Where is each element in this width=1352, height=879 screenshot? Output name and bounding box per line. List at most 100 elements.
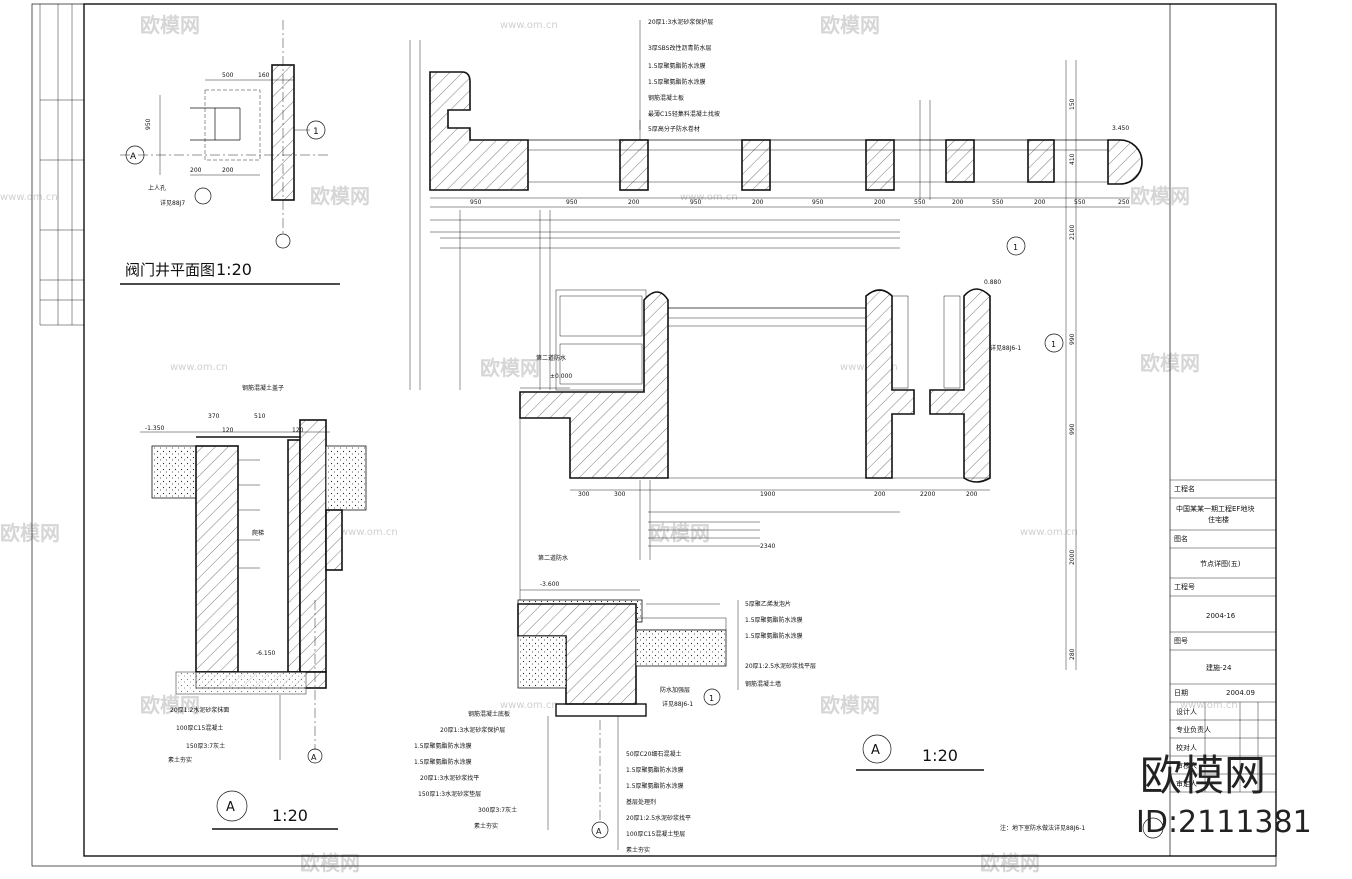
axis-label: 1	[1013, 243, 1018, 252]
dim-text: 200	[874, 491, 886, 498]
layer-bottom-right: 基层处理剂	[626, 798, 656, 806]
layer-mid-right: 1.5厚聚氨酯防水涂膜	[745, 616, 803, 624]
dim-text: 510	[254, 413, 266, 420]
watermark-brand: 欧模网	[140, 693, 200, 717]
dim-text: 950	[690, 199, 702, 206]
layer-bottom-center: 1.5厚聚氨酯防水涂膜	[414, 758, 472, 766]
layer-top: 3厚SBS改性沥青防水层	[648, 44, 711, 52]
layer-top: 20厚1:3水泥砂浆保护层	[648, 18, 713, 26]
axis-label: 1	[1051, 340, 1056, 349]
watermark-url: www.om.cn	[0, 192, 58, 203]
layer-bottom-center: 300厚3:7灰土	[478, 806, 517, 814]
layer-top: 5厚高分子防水卷材	[648, 125, 700, 133]
dim-text: 200	[966, 491, 978, 498]
detail-bubble	[703, 688, 721, 706]
brand-logo-text: 欧模网	[1140, 751, 1266, 800]
dim-text: 300	[614, 491, 626, 498]
title-block: 工程名 中国某某一期工程EF地块 住宅楼 图名 节点详图(五) 工程号 2004…	[1169, 3, 1277, 857]
dim-text: 950	[470, 199, 482, 206]
layer-top: 最薄C15轻集料混凝土找坡	[648, 110, 720, 118]
watermark-brand: 欧模网	[820, 693, 880, 717]
layer-bottom-right: 素土夯实	[626, 846, 650, 854]
detail-ref: 详见88J6-1	[990, 344, 1021, 352]
dim-text: 200	[190, 167, 202, 174]
middle-plan: ±0.000 第二道防水 0.880 300 300 1900 200 2200…	[519, 236, 1064, 600]
tb-sheet-no: 建施-24	[1206, 663, 1232, 672]
dim-text: 250	[1118, 199, 1130, 206]
brand-id: ID:2111381	[1136, 805, 1312, 840]
watermark-url: www.om.cn	[680, 192, 738, 203]
valve-well-section: -1.350 -6.150 370 120 510 120 钢筋混凝土盖子 爬梯…	[140, 384, 367, 830]
label-second-waterproof: 第二道防水	[538, 554, 568, 562]
tb-project-label: 工程名	[1174, 484, 1195, 493]
label-reinforce: 防水加强层	[660, 686, 690, 694]
layer-top: 1.5厚聚氨酯防水涂膜	[648, 62, 706, 70]
label-cover: 钢筋混凝土盖子	[242, 384, 284, 392]
label-manhole: 上人孔	[148, 184, 166, 192]
watermark-url: www.om.cn	[500, 20, 558, 31]
detail-bubble	[1044, 333, 1064, 353]
layer-left: 100厚C15混凝土	[176, 724, 223, 732]
dim-text: 500	[222, 72, 234, 79]
elevation-label: 0.880	[984, 279, 1001, 286]
watermark-url: www.om.cn	[1020, 527, 1078, 538]
dim-text: 200	[952, 199, 964, 206]
layer-bottom-right: 1.5厚聚氨酯防水涂膜	[626, 782, 684, 790]
dim-text: 2100	[1069, 225, 1076, 240]
layer-mid-right: 1.5厚聚氨酯防水涂膜	[745, 632, 803, 640]
watermark-url: www.om.cn	[340, 527, 398, 538]
tb-role: 专业负责人	[1176, 725, 1211, 734]
layer-bottom-center: 1.5厚聚氨酯防水涂膜	[414, 742, 472, 750]
watermark-brand: 欧模网	[300, 851, 360, 875]
elevation-label: -6.150	[256, 650, 276, 657]
tb-project-name: 中国某某一期工程EF地块	[1176, 504, 1254, 513]
watermark-brand: 欧模网	[0, 521, 60, 545]
layer-bottom-center: 20厚1:3水泥砂浆找平	[420, 774, 479, 782]
axis-label: A	[130, 152, 137, 162]
tb-role: 设计人	[1176, 707, 1197, 716]
valve-well-plan: A 1 500 160 950 200 200 上人孔 详见88J7 阀门井平面…	[120, 20, 340, 285]
watermark-brand: 欧模网	[650, 521, 710, 545]
dim-text: 200	[628, 199, 640, 206]
watermark-brand: 欧模网	[310, 184, 370, 208]
binding-strip	[39, 4, 84, 326]
dim-text: 950	[566, 199, 578, 206]
layer-top: 钢筋混凝土板	[648, 94, 684, 102]
dim-text: 990	[1069, 423, 1076, 435]
detail-ref: 详见88J7	[160, 199, 185, 207]
tb-role: 校对人	[1176, 743, 1197, 752]
valve-plan-title: 阀门井平面图	[125, 261, 215, 279]
elevation-label: -3.600	[540, 581, 560, 588]
axis-label: 1	[709, 694, 714, 703]
detail-bubble	[1006, 236, 1026, 256]
layer-bottom-center: 钢筋混凝土底板	[468, 710, 510, 718]
section-scale: 1:20	[922, 746, 958, 765]
dim-text: 2340	[760, 543, 775, 550]
waterproof-note: 注：地下室防水做法详见88J6-1	[1000, 824, 1085, 832]
section-marker-label: A	[871, 743, 880, 758]
tb-project-sub: 住宅楼	[1208, 515, 1229, 524]
layer-bottom-center: 素土夯实	[474, 822, 498, 830]
tb-drawing-name: 节点详图(五)	[1200, 559, 1241, 568]
dim-text: 280	[1069, 648, 1076, 660]
dim-text: 120	[222, 427, 234, 434]
tb-role: 审核人	[1176, 761, 1197, 770]
dim-text: 160	[258, 72, 270, 79]
dim-text: 950	[145, 118, 152, 130]
axis-label: A	[311, 753, 317, 762]
elevation-label: 3.450	[1112, 125, 1129, 132]
tb-drawing-label: 图名	[1174, 534, 1188, 543]
dim-text: 2200	[920, 491, 935, 498]
layer-left: 20厚1:2水泥砂浆抹面	[170, 706, 229, 714]
elevation-label: ±0.000	[550, 373, 572, 380]
tb-date: 2004.09	[1226, 689, 1255, 697]
dim-text: 120	[292, 427, 304, 434]
brand-watermark: 欧模网 ID:2111381	[1136, 751, 1312, 840]
detail-bubble	[194, 187, 212, 205]
dim-text: 150	[1069, 98, 1076, 110]
dim-text: 990	[1069, 333, 1076, 345]
axis-bubble	[306, 120, 326, 140]
watermark-brand: 欧模网	[1130, 184, 1190, 208]
axis-label: A	[596, 827, 602, 836]
dim-text: 550	[992, 199, 1004, 206]
